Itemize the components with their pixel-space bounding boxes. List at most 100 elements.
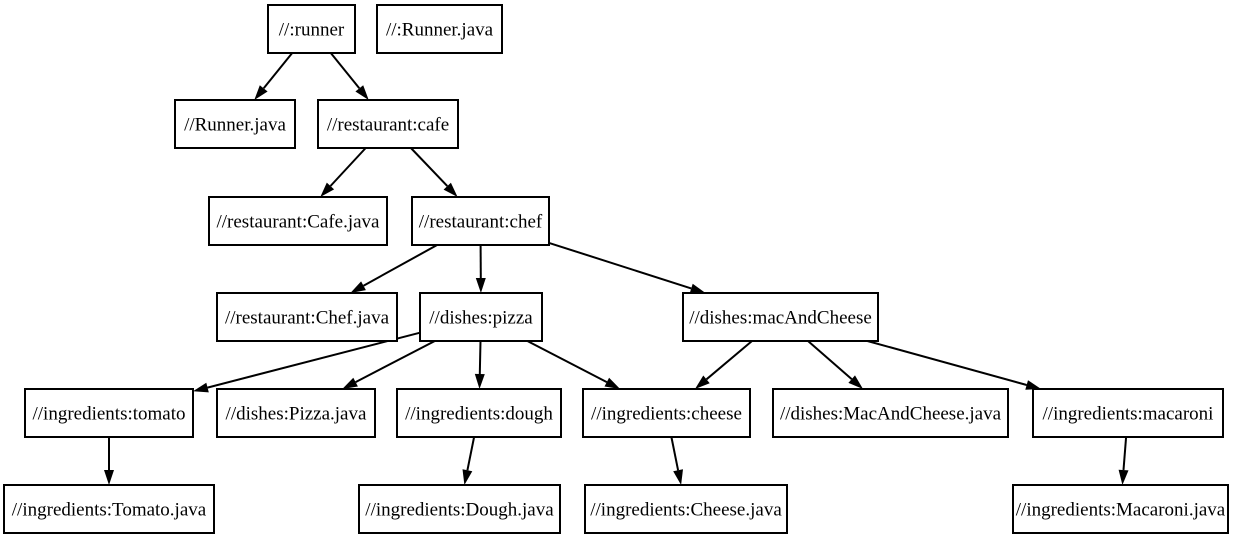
- node-box: [772, 388, 1009, 438]
- node-tomato-java: //ingredients:Tomato.java: [3, 484, 215, 534]
- edge-line: [329, 147, 367, 187]
- arrowhead-icon: [342, 377, 358, 389]
- node-box: [174, 99, 296, 149]
- edge-macaroni-to-macaroni-java: [1118, 436, 1129, 485]
- arrowhead-icon: [104, 470, 114, 485]
- arrowhead-icon: [443, 182, 458, 197]
- node-tomato: //ingredients:tomato: [24, 388, 194, 438]
- edge-tomato-to-tomato-java: [104, 437, 114, 485]
- edge-pizza-to-pizza-java: [342, 340, 436, 389]
- edge-mac-and-cheese-to-mac-and-cheese-java: [807, 340, 863, 389]
- edge-line: [410, 147, 449, 187]
- node-mac-and-cheese: //dishes:macAndCheese: [682, 292, 879, 342]
- node-runner-java: //Runner.java: [174, 99, 296, 149]
- node-root-runner-java: //:Runner.java: [376, 4, 503, 54]
- arrowhead-icon: [1025, 380, 1042, 390]
- edge-line: [548, 241, 692, 290]
- arrowhead-icon: [193, 382, 209, 393]
- node-label: //dishes:macAndCheese: [689, 307, 872, 328]
- node-box: [317, 99, 459, 149]
- node-label: //ingredients:Tomato.java: [12, 499, 207, 520]
- node-label: //dishes:pizza: [429, 307, 533, 328]
- node-label: //dishes:MacAndCheese.java: [780, 403, 1002, 424]
- node-label: //Runner.java: [184, 114, 286, 135]
- node-label: //ingredients:dough: [405, 403, 553, 424]
- node-box: [582, 388, 751, 438]
- edge-line: [355, 340, 436, 383]
- node-box: [411, 196, 550, 246]
- edge-dough-to-dough-java: [462, 436, 476, 485]
- node-box: [267, 4, 356, 54]
- edge-runner-to-cafe: [330, 52, 369, 100]
- arrowhead-icon: [689, 283, 706, 294]
- node-box: [584, 484, 788, 534]
- node-box: [358, 484, 561, 534]
- node-label: //ingredients:macaroni: [1043, 403, 1214, 424]
- edge-runner-to-runner-java: [254, 52, 293, 100]
- node-label: //:Runner.java: [386, 19, 494, 40]
- edge-cheese-to-cheese-java: [670, 436, 683, 485]
- node-box: [208, 196, 388, 246]
- edge-pizza-to-cheese: [526, 340, 621, 389]
- edge-cafe-to-cafe-java: [320, 147, 367, 197]
- node-dough-java: //ingredients:Dough.java: [358, 484, 561, 534]
- node-label: //:runner: [279, 19, 345, 40]
- node-label: //ingredients:Cheese.java: [590, 499, 782, 520]
- node-box: [396, 388, 562, 438]
- node-dough: //ingredients:dough: [396, 388, 562, 438]
- edge-line: [867, 340, 1027, 386]
- edge-cafe-to-chef: [410, 147, 458, 197]
- node-pizza: //dishes:pizza: [419, 292, 543, 342]
- edge-line: [262, 52, 293, 89]
- node-label: //restaurant:chef: [419, 211, 543, 232]
- node-label: //restaurant:Cafe.java: [216, 211, 380, 232]
- node-chef-java: //restaurant:Chef.java: [216, 292, 398, 342]
- node-runner: //:runner: [267, 4, 356, 54]
- node-box: [216, 292, 398, 342]
- arrowhead-icon: [673, 469, 683, 485]
- edge-chef-to-chef-java: [350, 244, 438, 293]
- arrowhead-icon: [475, 278, 486, 293]
- node-macaroni-java: //ingredients:Macaroni.java: [1012, 484, 1229, 534]
- edge-chef-to-pizza: [475, 244, 486, 293]
- edge-line: [526, 340, 608, 383]
- edge-line: [705, 340, 753, 381]
- node-box: [3, 484, 215, 534]
- edge-line: [330, 52, 361, 89]
- edge-mac-and-cheese-to-macaroni: [867, 340, 1042, 390]
- node-box: [1032, 388, 1224, 438]
- node-cheese: //ingredients:cheese: [582, 388, 751, 438]
- arrowhead-icon: [695, 375, 710, 389]
- arrowhead-icon: [474, 373, 485, 389]
- edge-line: [670, 436, 680, 471]
- node-box: [682, 292, 879, 342]
- arrowhead-icon: [848, 375, 863, 389]
- node-label: //ingredients:Dough.java: [365, 499, 554, 520]
- node-label: //ingredients:tomato: [32, 403, 185, 424]
- edge-pizza-to-dough: [474, 340, 485, 389]
- arrowhead-icon: [254, 85, 268, 100]
- node-box: [216, 388, 376, 438]
- edge-chef-to-mac-and-cheese: [548, 241, 706, 294]
- node-box: [376, 4, 503, 54]
- arrowhead-icon: [350, 281, 366, 293]
- arrowhead-icon: [355, 85, 369, 100]
- node-box: [419, 292, 543, 342]
- edge-line: [363, 244, 438, 287]
- node-label: //restaurant:cafe: [327, 114, 449, 135]
- node-pizza-java: //dishes:Pizza.java: [216, 388, 376, 438]
- node-macaroni: //ingredients:macaroni: [1032, 388, 1224, 438]
- edge-line: [807, 340, 853, 380]
- node-box: [1012, 484, 1229, 534]
- node-cafe-java: //restaurant:Cafe.java: [208, 196, 388, 246]
- edge-line: [1122, 436, 1128, 471]
- arrowhead-icon: [604, 377, 621, 389]
- node-cafe: //restaurant:cafe: [317, 99, 459, 149]
- node-label: //ingredients:Macaroni.java: [1016, 499, 1226, 520]
- node-mac-and-cheese-java: //dishes:MacAndCheese.java: [772, 388, 1009, 438]
- node-label: //dishes:Pizza.java: [226, 403, 367, 424]
- arrowhead-icon: [462, 469, 473, 485]
- node-cheese-java: //ingredients:Cheese.java: [584, 484, 788, 534]
